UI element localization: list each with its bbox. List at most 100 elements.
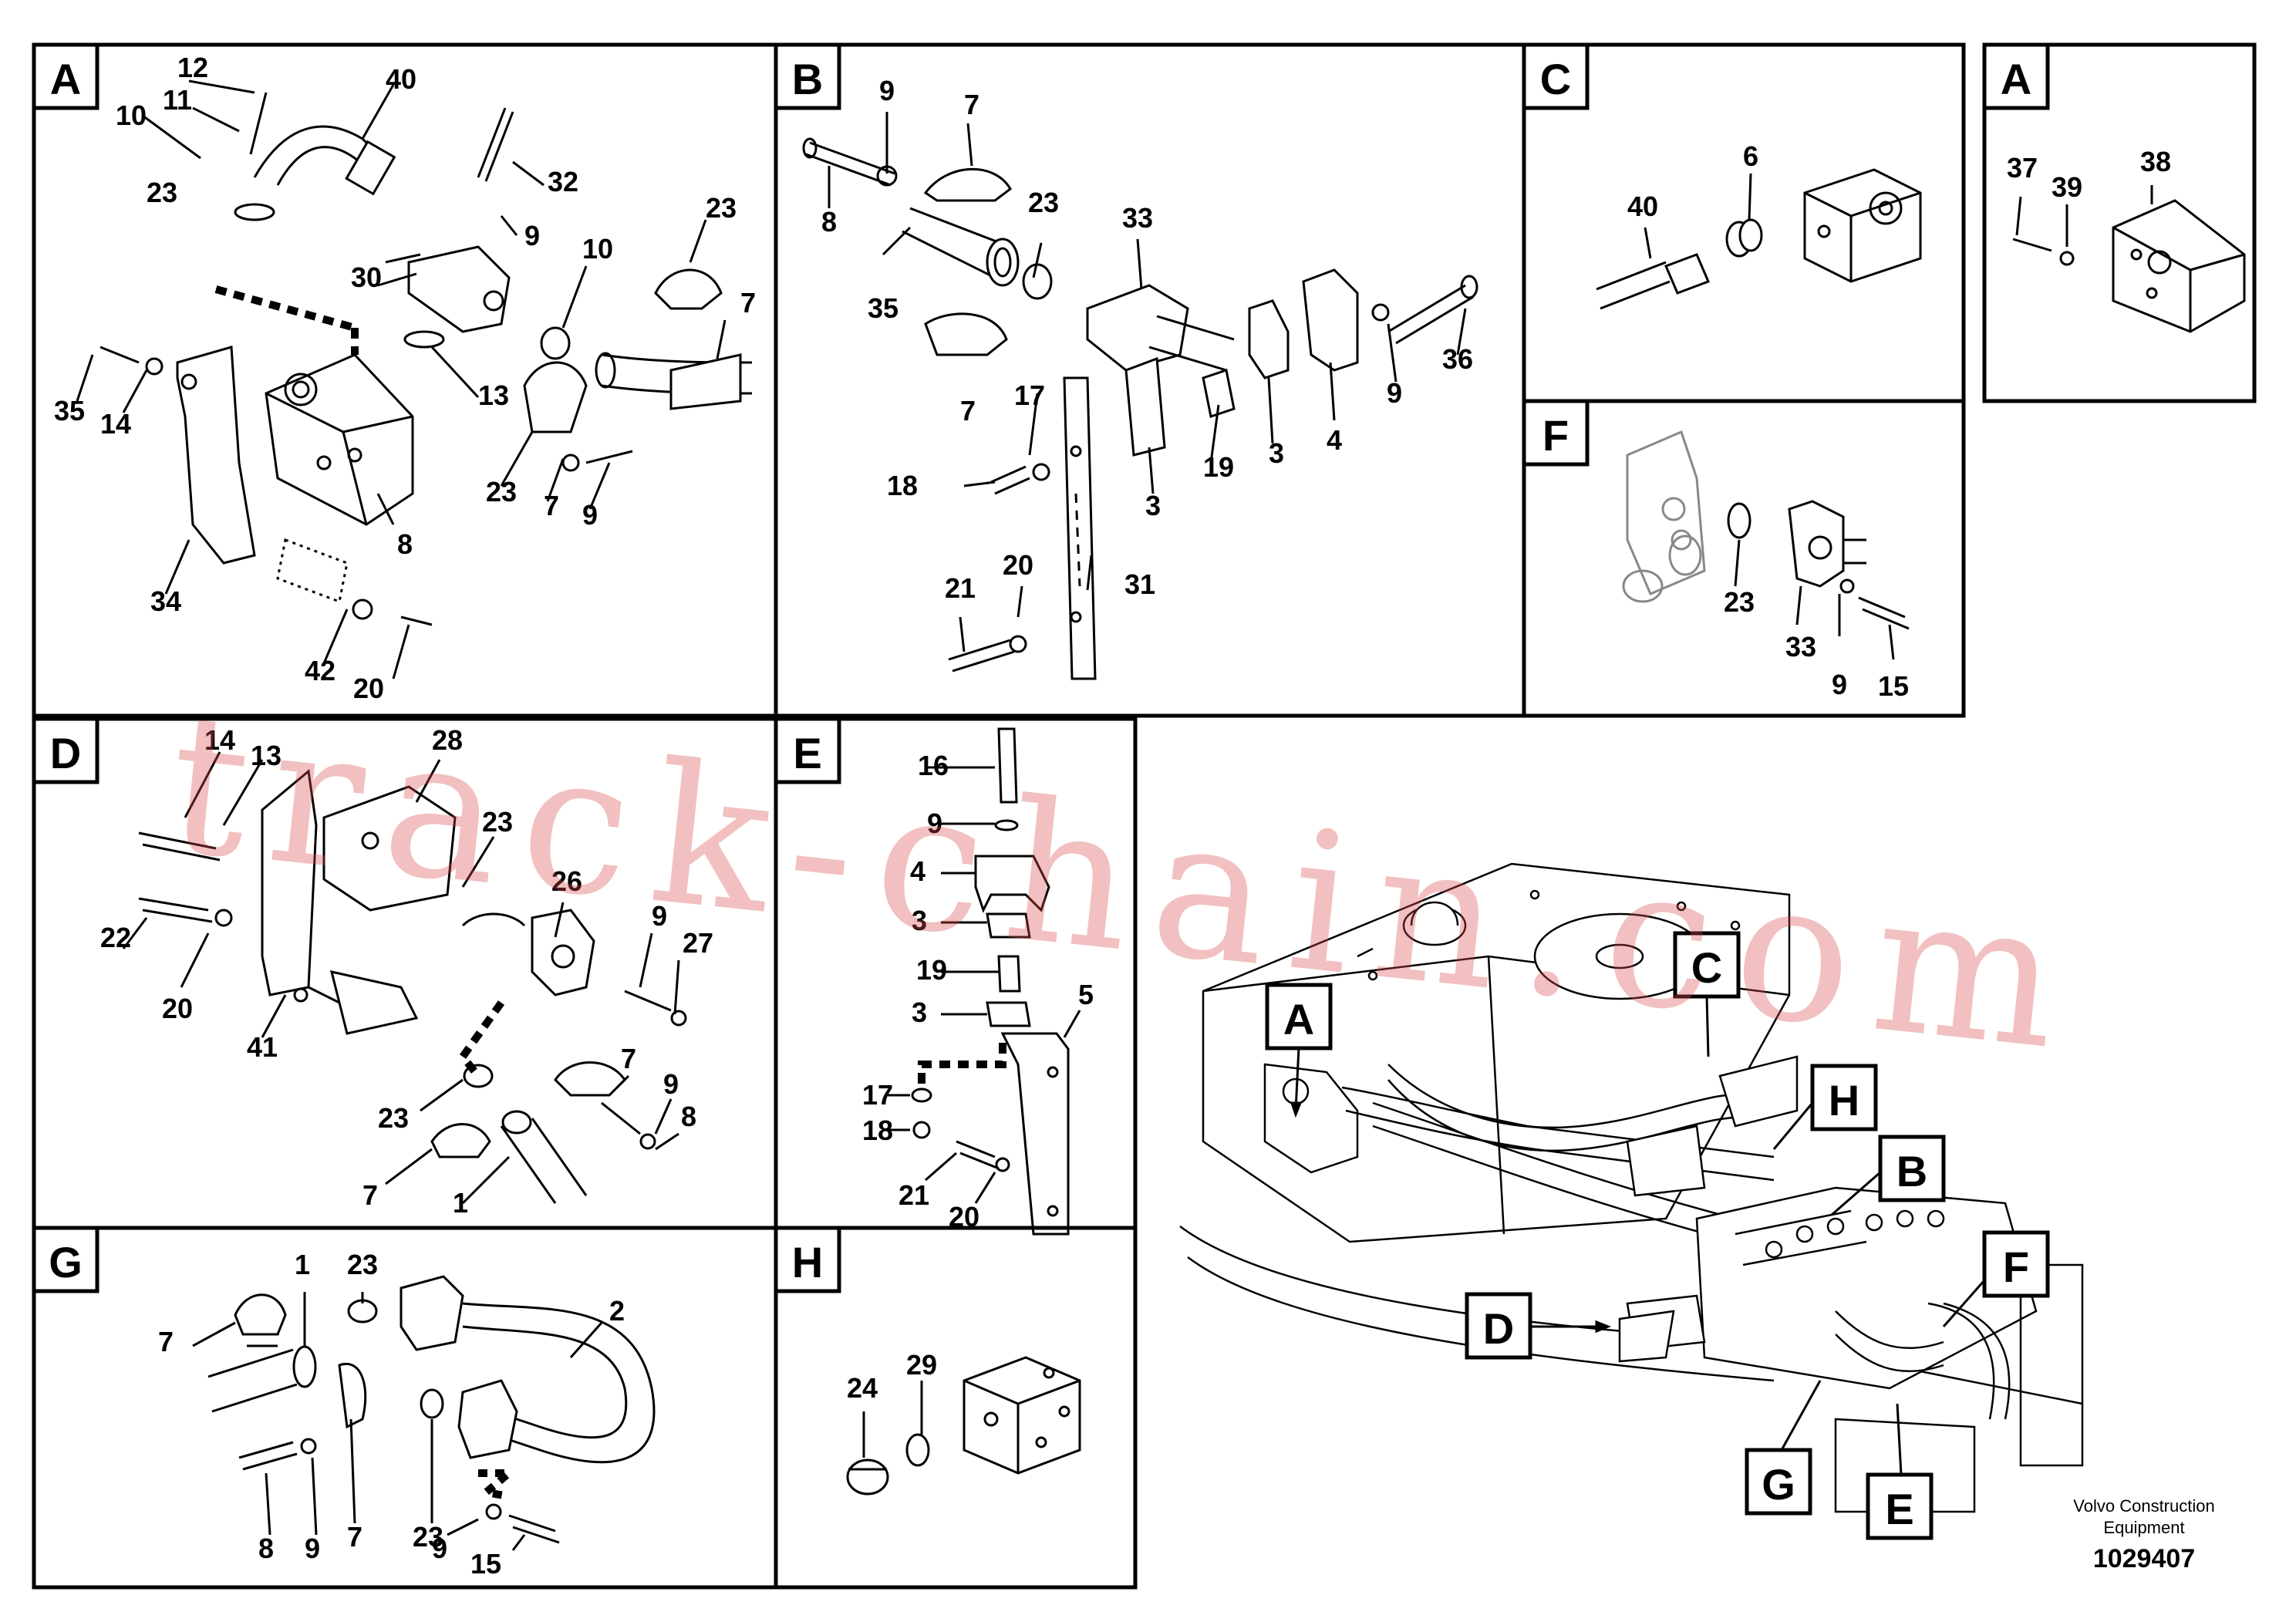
callout-number: 14 (100, 408, 131, 440)
overview-label-d: D (1483, 1304, 1514, 1353)
overview-label-h: H (1829, 1076, 1859, 1125)
panel-f-letter: F (1542, 411, 1569, 460)
callout-number: 9 (524, 220, 540, 251)
callout-number: 36 (1442, 343, 1473, 375)
panel-d: D (32, 717, 778, 1230)
callout-number: 19 (1203, 451, 1234, 483)
callout-number: 10 (116, 99, 147, 131)
callout-number: 9 (1387, 377, 1402, 409)
callout-number: 23 (482, 806, 513, 838)
callout-number: 3 (1145, 490, 1161, 521)
drawing-number: 1029407 (2093, 1544, 2195, 1573)
company-line-2: Equipment (2103, 1518, 2184, 1537)
callout-number: 30 (351, 261, 382, 293)
panel-a-letter: A (50, 55, 81, 103)
callout-number: 37 (2007, 152, 2038, 184)
overview-label-g: G (1762, 1460, 1795, 1509)
callout-number: 40 (386, 63, 416, 95)
callout-number: 21 (945, 572, 976, 604)
callout-number: 39 (2052, 171, 2082, 203)
callout-number: 16 (918, 750, 949, 781)
callout-number: 22 (100, 922, 131, 953)
callout-number: 7 (964, 89, 979, 120)
callout-number: 9 (432, 1533, 447, 1564)
callout-number: 7 (362, 1179, 378, 1211)
callout-number: 9 (582, 499, 598, 531)
callout-number: 9 (1832, 669, 1847, 700)
callout-number: 8 (821, 206, 837, 238)
callout-number: 7 (740, 287, 756, 319)
callout-number: 4 (1327, 424, 1342, 456)
overview-label-f: F (2003, 1243, 2029, 1291)
callout-number: 3 (912, 905, 927, 936)
callout-number: 6 (1743, 140, 1758, 172)
callout-number: 35 (868, 292, 899, 324)
callout-number: 7 (544, 490, 559, 521)
callout-number: 1 (295, 1249, 310, 1280)
callout-number: 9 (879, 75, 895, 106)
callout-number: 14 (204, 724, 235, 756)
panel-b-letter: B (792, 55, 823, 103)
callout-number: 23 (1724, 586, 1755, 618)
overview-label-b: B (1896, 1147, 1927, 1195)
callout-number: 7 (347, 1521, 362, 1553)
callout-number: 26 (551, 865, 582, 897)
callout-number: 20 (1003, 549, 1033, 581)
callout-number: 10 (582, 233, 613, 265)
callout-number: 2 (609, 1295, 625, 1327)
panel-h-letter: H (792, 1238, 823, 1286)
footer: Volvo Construction Equipment 1029407 (2073, 1496, 2214, 1573)
callout-number: 15 (470, 1548, 501, 1580)
callout-number: 38 (2140, 146, 2171, 177)
panel-c-letter: C (1540, 55, 1571, 103)
overview-label-c: C (1691, 943, 1722, 992)
callout-number: 35 (54, 395, 85, 427)
callout-number: 15 (1878, 670, 1909, 702)
callout-number: 40 (1627, 191, 1658, 222)
callout-number: 17 (1014, 379, 1045, 411)
callout-number: 23 (147, 177, 177, 208)
callout-number: 23 (378, 1102, 409, 1134)
panel-a-2: A (1982, 42, 2257, 403)
panel-e-letter: E (793, 729, 821, 777)
callout-number: 20 (949, 1201, 979, 1233)
callout-number: 11 (163, 84, 192, 116)
company-line-1: Volvo Construction (2073, 1496, 2214, 1516)
callout-number: 23 (486, 476, 517, 508)
panel-d-letter: D (50, 729, 81, 777)
callout-number: 27 (683, 927, 713, 959)
callout-number: 19 (916, 954, 947, 986)
callout-number: 8 (681, 1101, 696, 1132)
callout-number: 17 (862, 1079, 893, 1111)
callout-number: 41 (247, 1031, 278, 1063)
callout-number: 13 (478, 379, 509, 411)
callout-number: 4 (910, 855, 925, 887)
callout-number: 42 (305, 655, 335, 686)
callout-number: 8 (397, 528, 413, 560)
callout-number: 12 (177, 52, 208, 83)
callout-number: 23 (413, 1521, 443, 1553)
machine-overview: A C H B F D G E (1179, 862, 2084, 1540)
callout-number: 3 (1269, 437, 1284, 469)
callout-number: 8 (258, 1533, 274, 1564)
callout-number: 9 (927, 808, 942, 839)
panel-g: G (32, 1226, 778, 1590)
panel-e: E (774, 717, 1138, 1236)
overview-label-e: E (1885, 1485, 1913, 1533)
panel-g-letter: G (49, 1238, 83, 1286)
callout-number: 20 (353, 673, 384, 704)
callout-number: 18 (887, 470, 918, 501)
callout-number: 33 (1785, 631, 1816, 663)
callout-number: 33 (1122, 202, 1153, 234)
callout-number: 18 (862, 1114, 893, 1146)
callout-number: 9 (663, 1068, 679, 1100)
panel-h: H (774, 1226, 1138, 1590)
callout-number: 9 (652, 900, 667, 932)
callout-number: 23 (706, 192, 737, 224)
callout-number: 7 (158, 1326, 174, 1357)
overview-label-a: A (1283, 995, 1314, 1044)
panel-f: F (1522, 399, 1966, 718)
callout-number: 3 (912, 996, 927, 1028)
panel-a2-letter: A (2001, 55, 2031, 103)
